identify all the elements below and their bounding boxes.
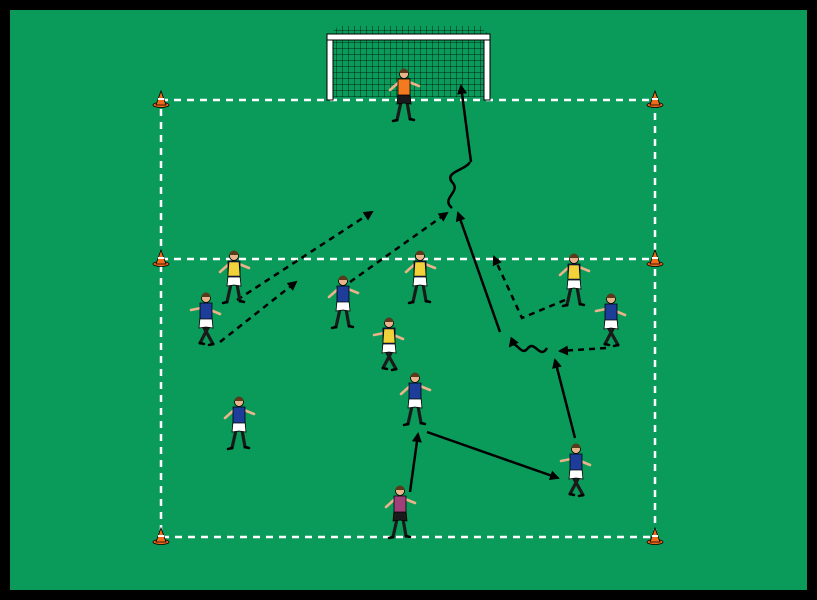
goalkeeper-figure-icon [388, 68, 421, 123]
cones [152, 89, 664, 545]
run-arrow [219, 280, 298, 343]
dribble-arrow [447, 161, 472, 209]
attacker-figure-icon [559, 443, 592, 498]
training-cone-icon [152, 89, 170, 108]
training-cone-icon [646, 248, 664, 267]
defender-figure-icon [218, 250, 251, 305]
run-arrow [349, 211, 449, 284]
pass-arrow [426, 430, 560, 481]
players [189, 68, 627, 540]
shot-arrow [457, 84, 473, 163]
training-cone-icon [152, 248, 170, 267]
training-cone-icon [646, 89, 664, 108]
defender-figure-icon [558, 253, 591, 308]
attacker-figure-icon [327, 275, 360, 330]
run-arrow [492, 255, 566, 320]
attacker-figure-icon [594, 293, 627, 348]
training-cone-icon [646, 526, 664, 545]
movement-arrows [219, 84, 607, 493]
attacker-figure-icon [399, 372, 432, 427]
pass-arrow [455, 211, 502, 333]
defender-figure-icon [404, 250, 437, 305]
run-arrow [236, 210, 374, 302]
run-arrow [558, 345, 607, 356]
attacker-figure-icon [189, 292, 222, 347]
pass-arrow [552, 358, 577, 439]
defender-figure-icon [372, 317, 405, 372]
dribble-arrow [508, 336, 549, 354]
attacker-figure-icon [223, 396, 256, 451]
goal-net-icon [326, 26, 491, 101]
pass-arrow [408, 432, 422, 493]
server-figure-icon [384, 485, 417, 540]
training-cone-icon [152, 526, 170, 545]
